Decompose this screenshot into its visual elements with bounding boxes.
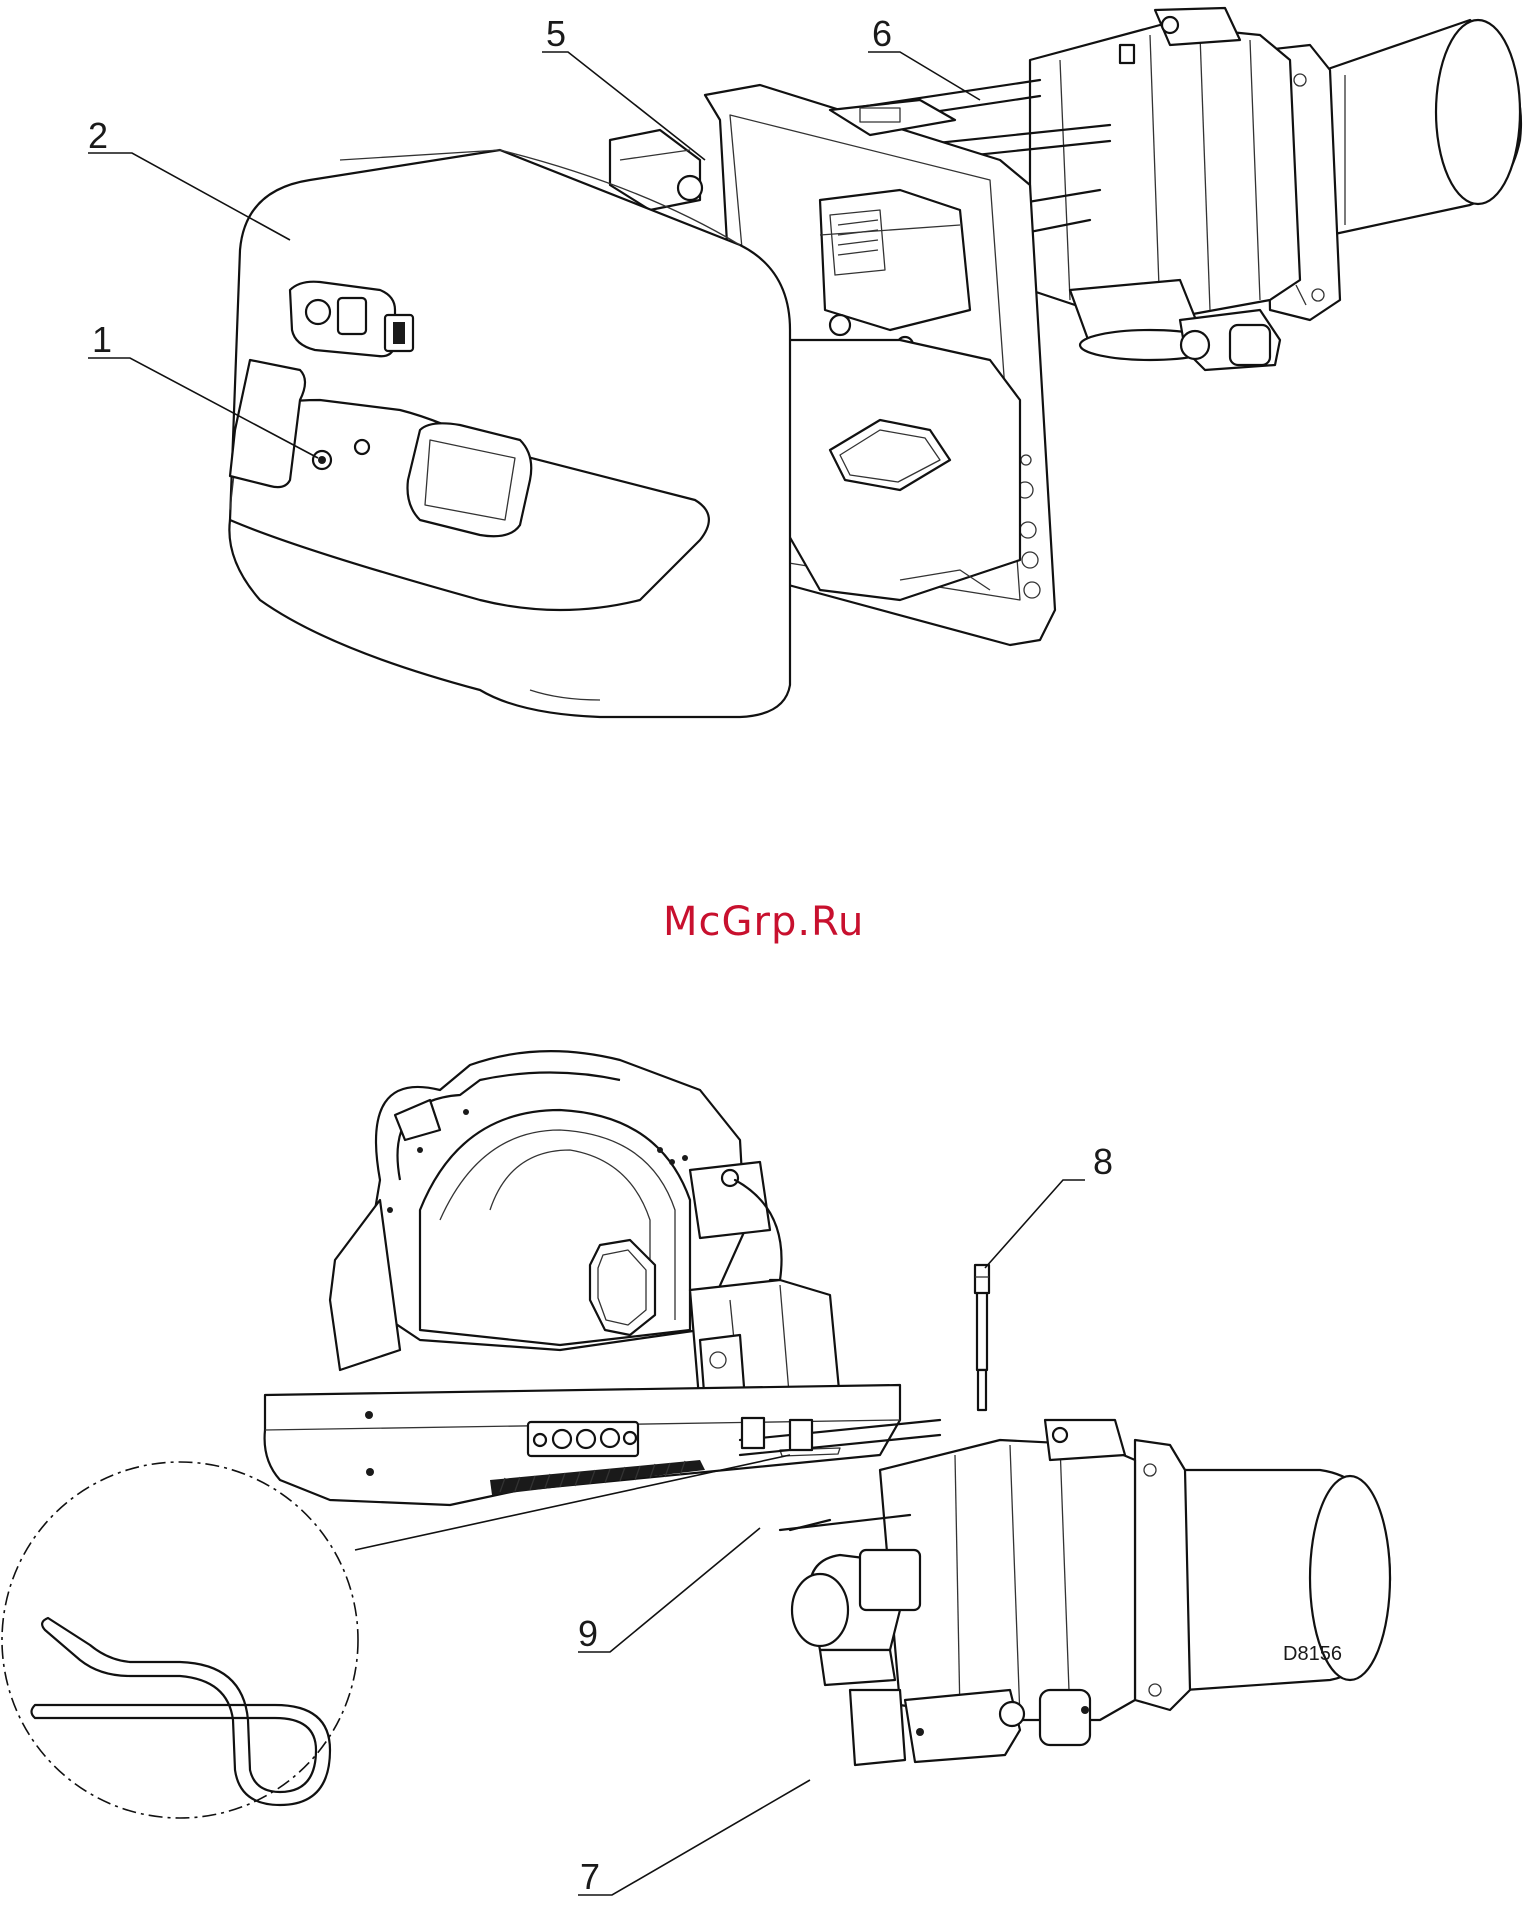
drawing-code: D8156 xyxy=(1283,1643,1342,1665)
burner-open-view xyxy=(2,1051,1390,1895)
detail-circle-r-clip xyxy=(2,1462,358,1818)
callout-9: 9 xyxy=(578,1613,598,1654)
callout-5: 5 xyxy=(546,13,566,54)
burner-cover xyxy=(229,150,790,717)
ignition-electrode xyxy=(975,1265,989,1410)
head-assembly-lower xyxy=(740,1418,1390,1765)
callout-8: 8 xyxy=(1093,1141,1113,1182)
watermark: McGrp.Ru xyxy=(663,899,864,945)
fan-volute xyxy=(330,1051,745,1370)
burner-assembled-view xyxy=(88,8,1521,717)
fan-housing xyxy=(780,340,1020,600)
callout-2: 2 xyxy=(88,115,108,156)
callout-6: 6 xyxy=(872,13,892,54)
gas-valve xyxy=(1180,310,1280,370)
head-housing xyxy=(1030,8,1300,360)
callout-1: 1 xyxy=(92,319,112,360)
blast-tube xyxy=(1325,20,1521,235)
callout-7: 7 xyxy=(580,1856,600,1897)
